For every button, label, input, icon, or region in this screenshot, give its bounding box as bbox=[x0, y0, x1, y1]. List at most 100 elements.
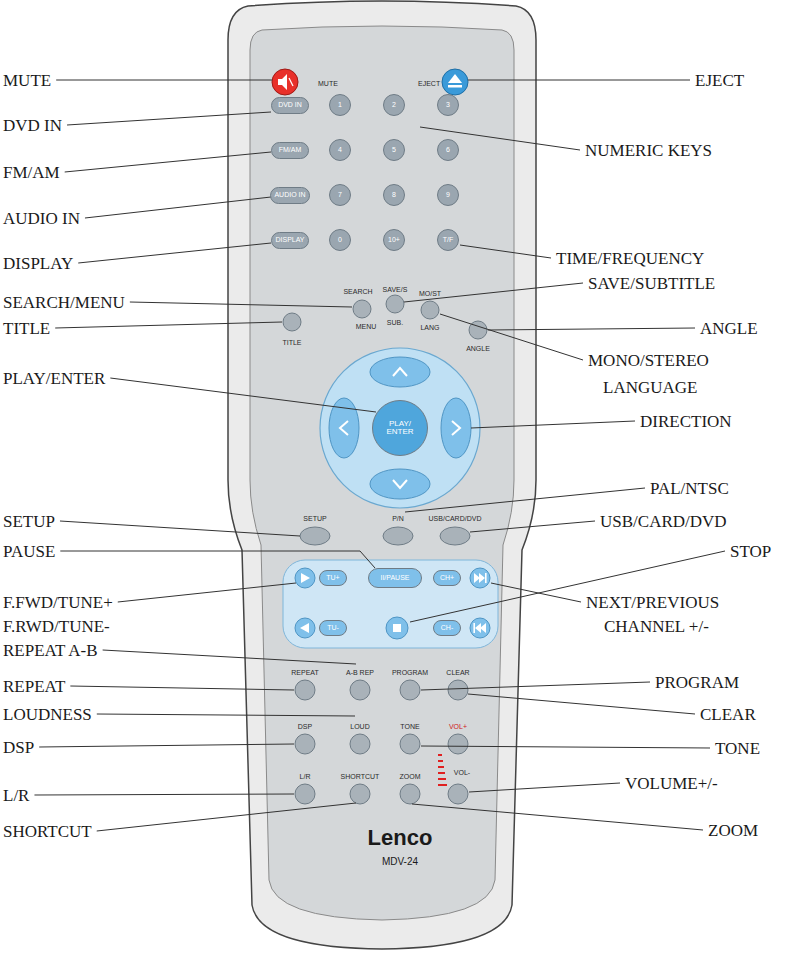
button-text: DVD IN bbox=[278, 101, 302, 108]
button-caption: P/N bbox=[392, 515, 404, 522]
remote-button: DISPLAY bbox=[271, 232, 309, 249]
button-caption: EJECT bbox=[418, 80, 440, 87]
remote-button: CH- bbox=[433, 620, 461, 636]
callout-label: F.FWD/TUNE+ bbox=[3, 594, 113, 611]
callout-label: SAVE/SUBTITLE bbox=[588, 275, 715, 292]
callout-label: STOP bbox=[730, 543, 771, 560]
remote-button: 1 bbox=[329, 94, 351, 116]
remote-button: FM/AM bbox=[271, 142, 309, 159]
callout-label: CLEAR bbox=[700, 706, 756, 723]
leader-line bbox=[60, 521, 300, 536]
callout-label: REPEAT bbox=[3, 678, 65, 695]
leader-line bbox=[488, 328, 695, 330]
button-caption: MO/ST bbox=[419, 290, 441, 297]
callout-label: ANGLE bbox=[700, 320, 758, 337]
callout-label: NEXT/PREVIOUS bbox=[586, 594, 719, 611]
remote-housing bbox=[228, 1, 536, 949]
callout-label: DSP bbox=[3, 739, 34, 756]
remote-button: PLAY/ ENTER bbox=[372, 400, 428, 456]
callout-label: TITLE bbox=[3, 320, 50, 337]
leader-line bbox=[130, 302, 352, 307]
leader-line bbox=[39, 744, 294, 747]
leader-line bbox=[97, 714, 355, 716]
leader-line bbox=[55, 322, 282, 328]
callout-label: REPEAT A-B bbox=[3, 642, 98, 659]
brand-logo: Lenco bbox=[368, 827, 433, 849]
leader-line bbox=[468, 694, 695, 714]
remote-button: 5 bbox=[383, 139, 405, 161]
remote-button: 4 bbox=[329, 139, 351, 161]
callout-label: AUDIO IN bbox=[3, 210, 80, 227]
leader-line bbox=[412, 804, 703, 830]
callout-label: DISPLAY bbox=[3, 255, 73, 272]
button-text: FM/AM bbox=[279, 146, 302, 153]
leader-line bbox=[60, 551, 375, 568]
remote-panel bbox=[250, 26, 514, 920]
button-caption: SEARCH bbox=[343, 288, 372, 295]
leader-line bbox=[404, 283, 583, 302]
callout-label: FM/AM bbox=[3, 164, 60, 181]
button-caption: L/R bbox=[300, 773, 311, 780]
leader-line bbox=[440, 314, 583, 360]
model-number: MDV-24 bbox=[382, 857, 418, 867]
callout-label: L/R bbox=[3, 787, 29, 804]
button-text: PLAY/ ENTER bbox=[378, 420, 422, 437]
leader-line bbox=[110, 378, 376, 412]
button-text: TU- bbox=[327, 624, 339, 631]
callout-label: DVD IN bbox=[3, 117, 62, 134]
leader-line bbox=[34, 794, 294, 795]
callout-label: PAUSE bbox=[3, 543, 55, 560]
button-caption: USB/CARD/DVD bbox=[429, 515, 482, 522]
button-text: 0 bbox=[338, 236, 342, 243]
leader-line bbox=[97, 803, 356, 831]
mute-button bbox=[272, 69, 298, 95]
leader-line bbox=[421, 682, 650, 690]
button-caption: PROGRAM bbox=[392, 669, 428, 676]
callout-label: SEARCH/MENU bbox=[3, 294, 125, 311]
button-caption: MENU bbox=[356, 323, 377, 330]
button-text: II/PAUSE bbox=[380, 574, 409, 581]
button-caption: SAVE/S bbox=[383, 286, 408, 293]
remote-button: 3 bbox=[437, 94, 459, 116]
button-text: 4 bbox=[338, 146, 342, 153]
callout-label: TIME/FREQUENCY bbox=[556, 250, 704, 267]
button-caption: MUTE bbox=[318, 80, 338, 87]
button-caption: LANG bbox=[420, 324, 439, 331]
leader-line bbox=[470, 521, 595, 532]
leader-line bbox=[56, 80, 272, 81]
button-text: 5 bbox=[392, 146, 396, 153]
button-caption: SETUP bbox=[303, 515, 326, 522]
callout-label: LANGUAGE bbox=[603, 379, 697, 396]
button-caption: SHORTCUT bbox=[341, 773, 380, 780]
callout-label: MUTE bbox=[3, 72, 51, 89]
callout-label: SETUP bbox=[3, 513, 55, 530]
callout-label: USB/CARD/DVD bbox=[600, 513, 727, 530]
button-text: 9 bbox=[446, 191, 450, 198]
remote-button: 2 bbox=[383, 94, 405, 116]
direction-pad bbox=[320, 348, 480, 508]
button-caption: DSP bbox=[298, 723, 312, 730]
callout-label: PROGRAM bbox=[655, 674, 739, 691]
leader-line bbox=[118, 583, 296, 602]
leader-line bbox=[471, 421, 635, 428]
button-caption: TITLE bbox=[282, 339, 301, 346]
button-caption: VOL- bbox=[454, 769, 470, 776]
leader-line bbox=[67, 112, 271, 125]
remote-button: TU+ bbox=[319, 570, 347, 586]
button-text: 2 bbox=[392, 101, 396, 108]
button-text: 7 bbox=[338, 191, 342, 198]
callout-label: PAL/NTSC bbox=[650, 480, 729, 497]
remote-button: 8 bbox=[383, 184, 405, 206]
callout-label: MONO/STEREO bbox=[588, 352, 709, 369]
remote-button: DVD IN bbox=[271, 97, 309, 114]
button-text: 8 bbox=[392, 191, 396, 198]
leader-line bbox=[421, 746, 710, 748]
button-caption: SUB. bbox=[387, 319, 403, 326]
grey-buttons bbox=[283, 295, 487, 804]
leader-line bbox=[468, 80, 690, 81]
button-text: 10+ bbox=[388, 236, 400, 243]
callout-label: VOLUME+/- bbox=[625, 775, 718, 792]
remote-button: AUDIO IN bbox=[270, 187, 310, 204]
button-caption: ANGLE bbox=[466, 345, 490, 352]
